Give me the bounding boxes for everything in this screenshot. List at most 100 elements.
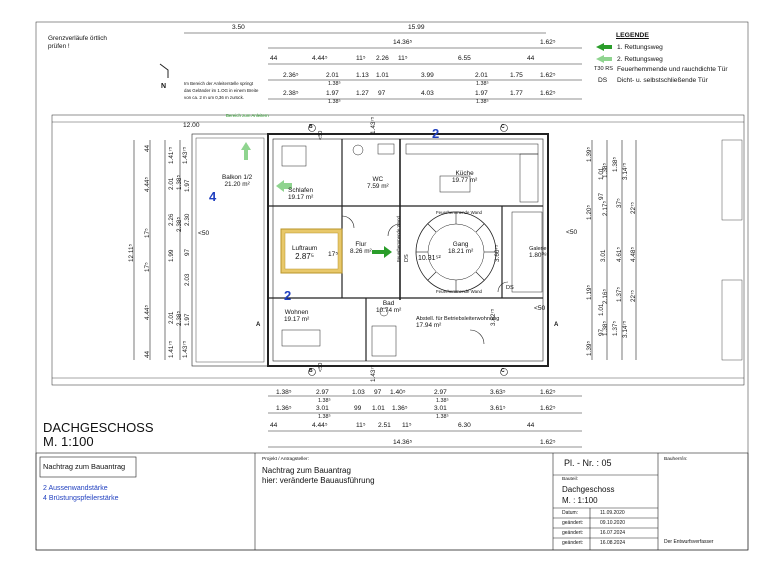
dim-top: 4.03 <box>421 90 434 97</box>
room-name: Wohnen <box>284 309 309 316</box>
project-line-2: hier: veränderte Bauausführung <box>262 476 375 485</box>
dim-bottom: 1.36⁵ <box>276 405 292 412</box>
dim-right: 22⁷⁵ <box>630 289 637 302</box>
dim-left: 1.38⁵ <box>176 174 183 190</box>
dim-left: 2.30 <box>184 213 191 226</box>
dim-top: 15.99 <box>408 24 425 31</box>
dim-left-outer: 12.11⁵ <box>128 243 135 262</box>
dim-right: 1.39⁵ <box>586 146 593 162</box>
dim-left: 17⁵ <box>144 228 151 238</box>
room-schlafen: Schlafen 19.17 m² <box>288 187 313 202</box>
room-kueche: Küche 19.77 m² <box>452 170 477 185</box>
dim-center: 10.31⁵² <box>418 255 441 262</box>
dim-top: 44 <box>527 55 535 62</box>
dim-bottom: 1.38⁵ <box>436 398 449 404</box>
date-value: 16.07.2024 <box>600 530 626 536</box>
dim-right: 3.01 <box>600 249 607 262</box>
blue-note-1: 2 Aussenwandstärke <box>43 485 108 492</box>
dim-gang: 3.60⁷⁵ <box>494 244 501 262</box>
dim-left: 4.44⁵ <box>144 304 151 320</box>
dim-right: 1.37⁵ <box>612 320 619 336</box>
dim-left: 1.99 <box>168 249 175 262</box>
project-line-1: Nachtrag zum Bauantrag <box>262 466 351 475</box>
dim-left: 4.44⁵ <box>144 176 151 192</box>
dim-12-00: 12.00 <box>183 122 200 129</box>
room-gang: Gang 18.21 m² <box>448 241 473 256</box>
dim-bottom: 6.30 <box>458 422 471 429</box>
legend-item-1: 1. Rettungsweg <box>617 44 663 51</box>
section-marker-b: B <box>309 124 313 130</box>
dim-top: 1.62⁵ <box>540 90 556 97</box>
drawing-scale: M. 1:100 <box>43 434 94 449</box>
room-flur: Flur 8.26 m² <box>350 241 372 256</box>
dim-bottom: 44 <box>270 422 278 429</box>
dim-left: 2.38⁵ <box>176 310 183 326</box>
note-line-1: Grenzverläufe örtlich <box>48 35 107 42</box>
plan-scale: M. : 1:100 <box>562 496 598 505</box>
room-area: 19.17 m² <box>288 194 314 202</box>
dim-right: 1.20⁵ <box>586 204 593 220</box>
dim-bottom: 1.03 <box>352 389 365 396</box>
dim-top: 2.01 <box>475 72 488 79</box>
dim-bottom: 44 <box>527 422 535 429</box>
room-name: Galerie <box>529 246 547 252</box>
dim-bottom: 99 <box>354 405 362 412</box>
date-value: 16.08.2024 <box>600 540 626 546</box>
dim-wall-top: 1.43⁷⁵ <box>370 116 377 134</box>
dim-top: 1.38⁵ <box>328 81 341 87</box>
dim-top: 1.97 <box>475 90 488 97</box>
legend-title: LEGENDE <box>616 32 649 39</box>
dim-top-50: <50 <box>318 130 324 140</box>
dim-top: 97 <box>378 90 386 97</box>
dim-top: 4.44⁵ <box>312 55 328 62</box>
dim-right: 1.19⁵ <box>586 284 593 300</box>
dim-right: 1.37⁵ <box>616 286 623 302</box>
date-label: Datum: <box>562 510 579 516</box>
dim-bottom: 1.38⁵ <box>276 389 292 396</box>
dim-right: 1.39⁵ <box>586 340 593 356</box>
dim-right-50: <50 <box>566 229 578 236</box>
room-name: Bad <box>382 300 395 307</box>
dim-top: 1.62⁵ <box>540 72 556 79</box>
dim-bottom: 1.38⁵ <box>318 414 331 420</box>
dim-left: 1.41⁷⁵ <box>168 146 175 164</box>
dim-right: 1.38⁵ <box>602 320 609 336</box>
section-marker-a: A <box>554 322 559 328</box>
plan-number: Pl. - Nr. : 05 <box>564 458 612 468</box>
fire-wall-label: Feuerhemmende Wand <box>436 210 482 215</box>
room-area: 18.21 m² <box>448 248 474 256</box>
dim-right: 3.14⁷⁵ <box>622 162 629 180</box>
dim-right: 1.38⁵ <box>612 156 619 172</box>
room-galerie: Galerie 1.80⁰⁸ <box>529 246 547 260</box>
dim-right: 97 <box>598 192 605 200</box>
bauteil-value: Dachgeschoss <box>562 485 615 494</box>
dim-top: 1.75 <box>510 72 523 79</box>
dim-left: 2.01 <box>168 177 175 190</box>
dim-top: 11⁵ <box>398 55 408 62</box>
date-value: 09.10.2020 <box>600 520 626 526</box>
dim-right-50b: <50 <box>534 305 546 312</box>
room-name: WC <box>372 176 384 183</box>
dim-bottom: 1.38⁵ <box>436 414 449 420</box>
dim-left: 2.01 <box>168 311 175 324</box>
dim-top: 1.38⁵ <box>476 99 489 105</box>
dim-bottom: 1.01 <box>372 405 385 412</box>
dim-bottom: 1.62⁵ <box>540 405 556 412</box>
legend-sym-3: T30 RS <box>594 66 613 72</box>
dim-left: 97 <box>184 248 191 256</box>
dim-top: 1.62⁵ <box>540 39 556 46</box>
dim-left-side: <50 <box>198 230 210 237</box>
section-marker-c: C <box>501 368 505 374</box>
dim-right: 4.61⁵ <box>616 246 623 262</box>
dim-bottom: 11⁵ <box>402 422 412 429</box>
room-area: 19.77 m² <box>452 177 478 185</box>
room-name: Flur <box>355 241 367 248</box>
dim-bottom: 3.01 <box>434 405 447 412</box>
dim-right: 2.17⁵ <box>602 200 609 216</box>
dim-right: 1.01 <box>598 303 605 316</box>
date-label: geändert: <box>562 530 584 536</box>
wall-thickness-mark: 2 <box>432 126 440 141</box>
room-name: Abstell. für Betriebsleiterwohnung <box>416 316 500 322</box>
dim-top: 1.27 <box>356 90 369 97</box>
